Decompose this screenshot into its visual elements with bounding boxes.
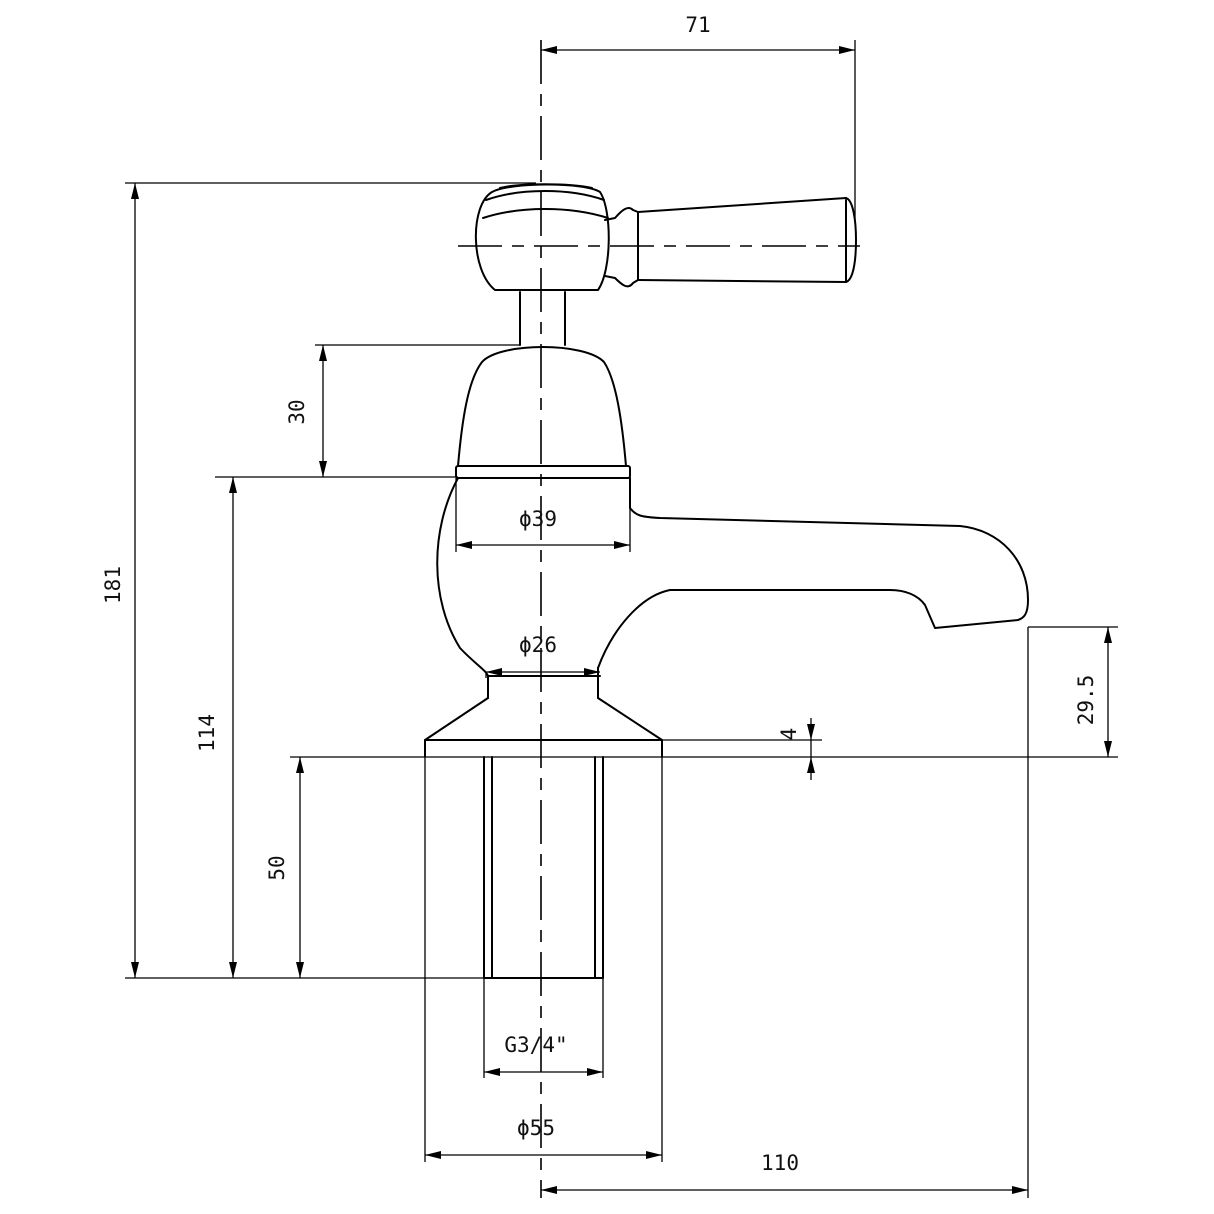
dimensions: 71 181 30 114 50 — [101, 13, 1112, 1194]
dim-label-thread: G3/4" — [504, 1033, 567, 1057]
dim-110: 110 — [541, 1151, 1028, 1194]
dim-30: 30 — [285, 345, 327, 477]
dim-phi26: ϕ26 — [486, 633, 600, 676]
dim-71: 71 — [541, 13, 855, 54]
lever-arm — [637, 197, 857, 283]
extension-lines — [125, 40, 1118, 1198]
lever-collar — [604, 207, 639, 288]
dim-29-5: 29.5 — [1074, 627, 1112, 757]
dim-50: 50 — [265, 757, 304, 978]
base-cone — [424, 697, 663, 741]
headgear-shroud — [457, 346, 627, 467]
shank — [424, 739, 663, 979]
centre-lines — [458, 40, 860, 1198]
dim-phi55: ϕ55 — [425, 1116, 662, 1159]
body-left — [436, 477, 489, 677]
dim-label-4: 4 — [777, 728, 801, 741]
dim-label-29-5: 29.5 — [1074, 675, 1098, 726]
dim-label-110: 110 — [761, 1151, 799, 1175]
dim-4: 4 — [777, 718, 815, 780]
dim-label-30: 30 — [285, 399, 309, 424]
dim-114: 114 — [195, 477, 237, 978]
tap-outline — [424, 183, 1029, 979]
spindle — [519, 291, 566, 346]
dim-label-71: 71 — [685, 13, 710, 37]
dim-label-50: 50 — [265, 855, 289, 880]
handle-hub — [474, 183, 610, 291]
dim-thread: G3/4" — [484, 1033, 603, 1076]
dim-181: 181 — [101, 183, 139, 978]
dim-label-181: 181 — [101, 566, 125, 604]
spout — [597, 477, 1029, 669]
dim-label-phi26: ϕ26 — [519, 633, 557, 657]
dim-label-phi39: ϕ39 — [519, 507, 557, 531]
dim-phi39: ϕ39 — [456, 507, 630, 549]
dim-label-phi55: ϕ55 — [517, 1116, 555, 1140]
dim-label-114: 114 — [195, 714, 219, 752]
